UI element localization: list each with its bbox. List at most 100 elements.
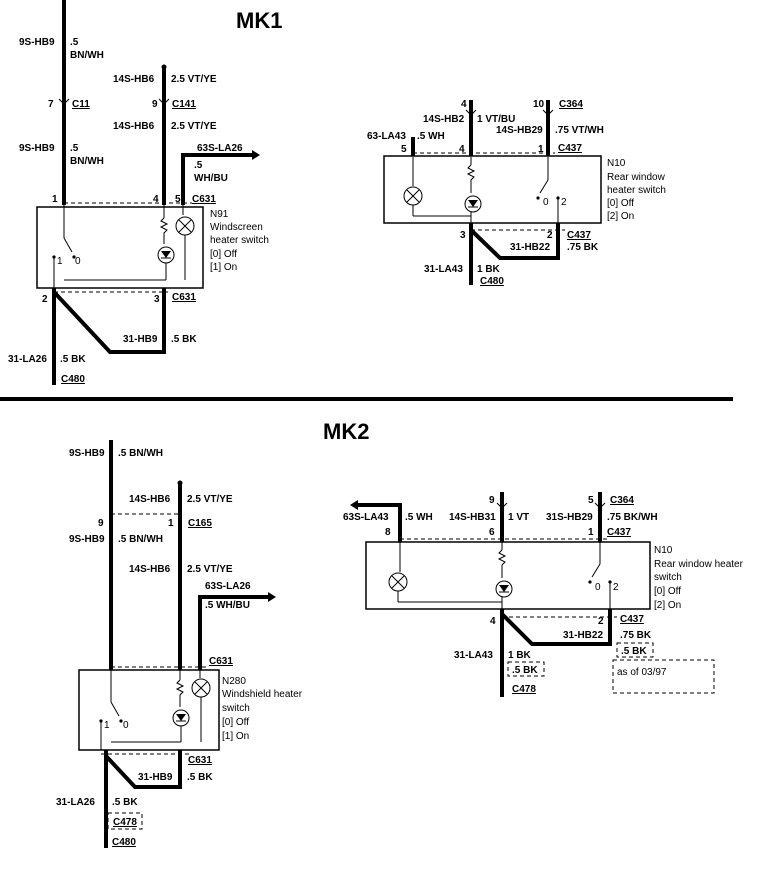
pin-number: 2 (42, 294, 48, 305)
switch-pos-label: 0 (595, 582, 601, 593)
lamp-cross (194, 681, 208, 695)
component-name: Rear window heater (654, 559, 744, 570)
connector-label: C478 (512, 684, 536, 695)
wire-label: 63S-LA26 (197, 143, 243, 154)
wire-spec: .5 WH (405, 512, 433, 523)
wire-spec: 1 BK (477, 264, 501, 275)
diode-icon (499, 585, 509, 592)
mk1-title: MK1 (236, 8, 282, 33)
connector-label: C141 (172, 99, 196, 110)
component-state: [0] Off (222, 717, 249, 728)
wire-label: 14S-HB6 (129, 564, 171, 575)
connector-label: C631 (192, 194, 216, 205)
alt-connector-box (107, 812, 143, 830)
wire-label: 9S-HB9 (69, 448, 105, 459)
wire-label: 14S-HB6 (113, 121, 155, 132)
switch-pos-label: 2 (561, 197, 567, 208)
component-name: heater switch (607, 185, 666, 196)
wire-spec: 2.5 VT/YE (171, 121, 217, 132)
pin-number: 4 (459, 144, 465, 155)
pin-number: 9 (98, 518, 104, 529)
wire-color: BN/WH (70, 156, 104, 167)
wire-spec: 2.5 VT/YE (187, 564, 233, 575)
component-name: Rear window (607, 172, 666, 183)
pin-number: 7 (48, 99, 54, 110)
wire-spec: .75 BK (567, 242, 599, 253)
component-state: [2] On (607, 211, 634, 222)
pin-number: 4 (461, 99, 467, 110)
switch-n10-box (365, 541, 651, 610)
switch-n280-box (78, 669, 220, 751)
wire-label: 31S-HB29 (546, 512, 593, 523)
wire-63s-la26 (198, 595, 268, 670)
switch-contact (119, 719, 123, 723)
lamp-cross (391, 575, 405, 589)
wire-label: 14S-HB31 (449, 512, 496, 523)
component-state: [0] Off (210, 249, 237, 260)
pin-number: 2 (547, 230, 553, 241)
lamp-cross (406, 189, 420, 203)
wire-spec: .5 WH/BU (205, 600, 250, 611)
wire-spec: 1 VT (508, 512, 529, 523)
switch-pos-label: 2 (613, 582, 619, 593)
switch-pos-label: 0 (123, 720, 129, 731)
wire-label: 9S-HB9 (19, 143, 55, 154)
wire-63s-la26 (181, 153, 252, 205)
component-id: N10 (607, 158, 626, 169)
wire-label: 14S-HB6 (113, 74, 155, 85)
wire-spec: 2.5 VT/YE (187, 494, 233, 505)
switch-pos-label: 0 (543, 197, 549, 208)
connector-mark (496, 502, 508, 509)
connector-label: C437 (567, 230, 591, 241)
arrow-icon (350, 500, 358, 510)
component-state: [1] On (222, 731, 249, 742)
connector-label: C478 (113, 817, 137, 828)
pin-number: 5 (401, 144, 407, 155)
wire-spec: .5 BK (171, 334, 197, 345)
wire-size: .5 (70, 143, 79, 154)
led-icon (464, 195, 482, 213)
pin-number: 10 (533, 99, 545, 110)
component-id: N280 (222, 676, 246, 687)
switch-n10-box (383, 155, 602, 224)
component-state: [0] Off (607, 198, 634, 209)
component-id: N10 (654, 545, 673, 556)
wire-label: 31-LA26 (56, 797, 95, 808)
pin-number: 1 (168, 518, 174, 529)
wire-31-hb9 (52, 288, 166, 354)
wire-spec: .5 BK (60, 354, 86, 365)
wire-spec: .5 BK (187, 772, 213, 783)
wire-spec: .75 BK (620, 630, 652, 641)
mk1-n10-wiring: 0 2 (383, 100, 602, 285)
alt-spec-box (616, 642, 654, 658)
wire-end-dot (161, 64, 167, 70)
led-icon (495, 580, 513, 598)
switch-contact (588, 580, 592, 584)
wire-color: BN/WH (70, 50, 104, 61)
wire-label: 31-LA43 (424, 264, 463, 275)
wire-size: .5 (70, 37, 79, 48)
connector-mark (465, 109, 477, 116)
connector-label: C631 (188, 755, 212, 766)
wire-label: 31-HB9 (138, 772, 173, 783)
wire-31-hb22 (469, 223, 560, 260)
wire-spec: .5 BK (112, 797, 138, 808)
pin-number: 6 (489, 527, 495, 538)
component-state: [2] On (654, 600, 681, 611)
switch-blade (63, 237, 73, 253)
switch-blade (110, 701, 120, 717)
wire-label: 31-HB22 (510, 242, 550, 253)
connector-label: C437 (620, 614, 644, 625)
connector-mark (594, 502, 606, 509)
wire-label: 31-HB22 (563, 630, 603, 641)
component-name: switch (222, 703, 250, 714)
wire-spec: .5 WH (417, 131, 445, 142)
component-state: [0] Off (654, 586, 681, 597)
revision-note: as of 03/97 (617, 667, 667, 678)
wire-spec: .5 BN/WH (118, 534, 163, 545)
connector-label: C437 (558, 143, 582, 154)
mk2-n280-wiring: 1 0 (78, 440, 276, 848)
switch-pos-label: 0 (75, 256, 81, 267)
connector-label: C480 (112, 837, 136, 848)
wire-spec: .5 BN/WH (118, 448, 163, 459)
